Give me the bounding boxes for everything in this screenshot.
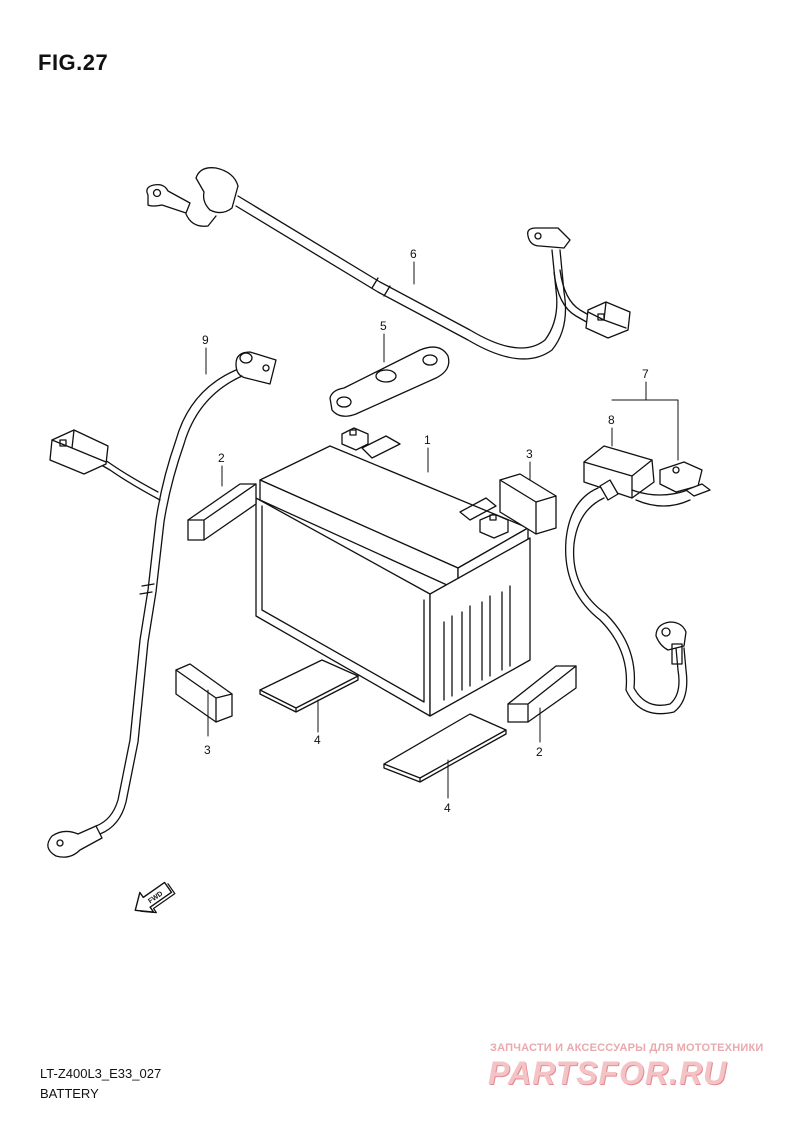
- pad-rear[interactable]: [259, 659, 359, 713]
- callout-relay-cover: 8: [608, 413, 615, 427]
- leader-lines: [205, 261, 679, 799]
- callout-spacer-right-top: 3: [526, 447, 533, 461]
- callout-spacer-right-bottom: 2: [536, 745, 543, 759]
- positive-cable[interactable]: [146, 167, 631, 360]
- callout-positive-cable: 6: [410, 247, 417, 261]
- spacer-right-top[interactable]: [499, 473, 557, 535]
- callout-starter-relay-cable: 7: [642, 367, 649, 381]
- spacer-right-bottom[interactable]: [507, 665, 577, 723]
- callout-spacer-left-bottom: 3: [204, 743, 211, 757]
- pad-front[interactable]: [383, 713, 507, 783]
- negative-cable[interactable]: [47, 351, 277, 858]
- spacer-left-top[interactable]: [187, 483, 257, 541]
- starter-relay-cable[interactable]: [564, 445, 711, 715]
- callout-pad-rear: 4: [314, 733, 321, 747]
- battery-band[interactable]: [329, 346, 450, 417]
- watermark-tagline: ЗАПЧАСТИ И АКСЕССУАРЫ ДЛЯ МОТОТЕХНИКИ: [490, 1042, 764, 1054]
- figure-code: LT-Z400L3_E33_027: [40, 1066, 162, 1081]
- callout-negative-cable: 9: [202, 333, 209, 347]
- watermark-brand[interactable]: PARTSFOR.RU: [488, 1055, 728, 1091]
- callout-battery-band: 5: [380, 319, 387, 333]
- fwd-arrow-icon: FWD: [134, 881, 176, 914]
- figure-title: FIG.27: [38, 50, 109, 75]
- callout-numbers: 1 2 3 3 4 4 2 5 6 9 7 8: [202, 247, 649, 815]
- callout-battery: 1: [424, 433, 431, 447]
- callout-spacer-left-top: 2: [218, 451, 225, 465]
- figure-name: BATTERY: [40, 1086, 99, 1101]
- callout-pad-front: 4: [444, 801, 451, 815]
- spacer-left-bottom[interactable]: [175, 663, 233, 723]
